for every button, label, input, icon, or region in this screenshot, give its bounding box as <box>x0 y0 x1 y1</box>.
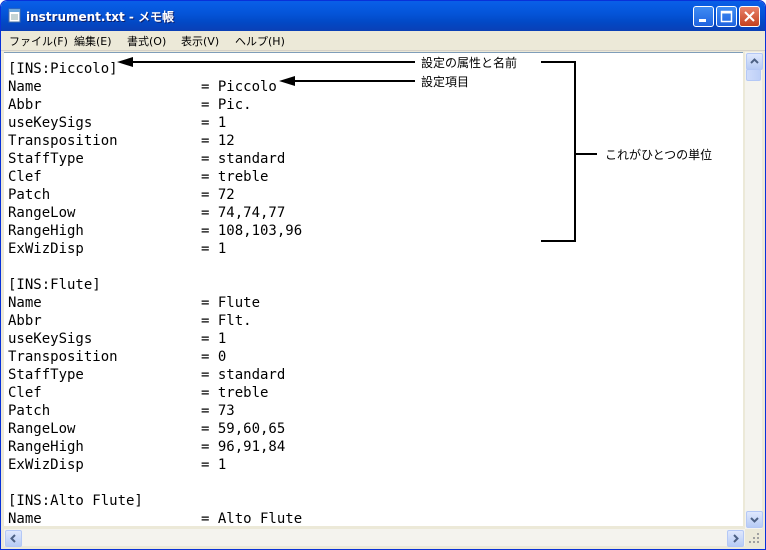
line-key: ExWizDisp <box>8 241 84 257</box>
resize-grip-icon <box>749 533 759 543</box>
annotation-arrow-item <box>279 76 415 86</box>
line-key: RangeLow <box>8 205 76 221</box>
line-key: [INS:Piccolo] <box>8 61 118 77</box>
close-icon <box>744 11 755 22</box>
line-key: Name <box>8 295 42 311</box>
line-key: Name <box>8 79 42 95</box>
line-key: Patch <box>8 403 51 419</box>
line-key: StaffType <box>8 367 84 383</box>
resize-grip[interactable] <box>745 529 762 546</box>
line-value: = treble <box>201 385 269 401</box>
horizontal-scrollbar[interactable] <box>4 529 745 547</box>
line-value: = 1 <box>201 457 227 473</box>
line-value: = 59,60,65 <box>201 421 286 437</box>
line-value: = Flute <box>201 295 261 311</box>
line-value: = 108,103,96 <box>201 223 303 239</box>
line-value: = Piccolo <box>201 79 277 95</box>
annotation-bracket <box>541 61 597 242</box>
line-key: Clef <box>8 169 42 185</box>
line-value: = 73 <box>201 403 235 419</box>
menu-view[interactable]: 表示(V) <box>181 35 220 48</box>
line-value: = 1 <box>201 331 227 347</box>
window-title: instrument.txt - メモ帳 <box>26 10 175 24</box>
line-key: Abbr <box>8 313 42 329</box>
line-value: = standard <box>201 367 286 383</box>
line-key: Transposition <box>8 349 118 365</box>
maximize-button[interactable] <box>716 6 737 27</box>
scroll-left-button[interactable] <box>5 530 22 547</box>
line-value: = 96,91,84 <box>201 439 286 455</box>
line-value: = standard <box>201 151 286 167</box>
chevron-down-icon <box>750 517 759 523</box>
line-value: = 12 <box>201 133 235 149</box>
line-key: [INS:Flute] <box>8 277 101 293</box>
scroll-right-button[interactable] <box>727 530 744 547</box>
line-key: Clef <box>8 385 42 401</box>
line-value: = Pic. <box>201 97 252 113</box>
scroll-thumb[interactable] <box>746 69 761 81</box>
minimize-button[interactable] <box>693 6 714 27</box>
line-value: = 1 <box>201 241 227 257</box>
scroll-down-button[interactable] <box>746 511 763 528</box>
close-button[interactable] <box>739 6 760 27</box>
menu-help[interactable]: ヘルプ(H) <box>235 35 285 48</box>
chevron-right-icon <box>733 534 739 543</box>
line-key: RangeHigh <box>8 439 84 455</box>
minimize-icon <box>699 19 706 22</box>
menu-format[interactable]: 書式(O) <box>127 35 167 48</box>
annotation-arrow-section <box>117 57 415 67</box>
line-value: = Alto Flute <box>201 511 303 526</box>
line-key: Transposition <box>8 133 118 149</box>
annotation-unit: これがひとつの単位 <box>605 148 713 162</box>
menu-edit[interactable]: 編集(E) <box>74 35 112 48</box>
annotation-section-name: 設定の属性と名前 <box>421 56 518 70</box>
line-key: RangeHigh <box>8 223 84 239</box>
menu-file[interactable]: ファイル(F) <box>9 35 68 48</box>
chevron-up-icon <box>750 58 759 64</box>
line-key: useKeySigs <box>8 115 93 131</box>
chevron-left-icon <box>10 534 16 543</box>
line-value: = 0 <box>201 349 227 365</box>
title-bar[interactable]: instrument.txt - メモ帳 <box>1 1 765 31</box>
line-value: = 74,74,77 <box>201 205 286 221</box>
line-key: Name <box>8 511 42 526</box>
line-value: = treble <box>201 169 269 185</box>
menu-bar: ファイル(F) 編集(E) 書式(O) 表示(V) ヘルプ(H) <box>1 31 765 51</box>
line-value: = Flt. <box>201 313 252 329</box>
line-key: useKeySigs <box>8 331 93 347</box>
line-key: Patch <box>8 187 51 203</box>
line-key: [INS:Alto Flute] <box>8 493 143 509</box>
notepad-icon <box>8 8 21 23</box>
line-value: = 72 <box>201 187 235 203</box>
line-key: StaffType <box>8 151 84 167</box>
line-key: RangeLow <box>8 421 76 437</box>
maximize-icon <box>720 10 733 23</box>
vertical-scrollbar[interactable] <box>745 52 763 529</box>
line-key: ExWizDisp <box>8 457 84 473</box>
annotation-setting-item: 設定項目 <box>421 75 470 89</box>
line-value: = 1 <box>201 115 227 131</box>
line-key: Abbr <box>8 97 42 113</box>
